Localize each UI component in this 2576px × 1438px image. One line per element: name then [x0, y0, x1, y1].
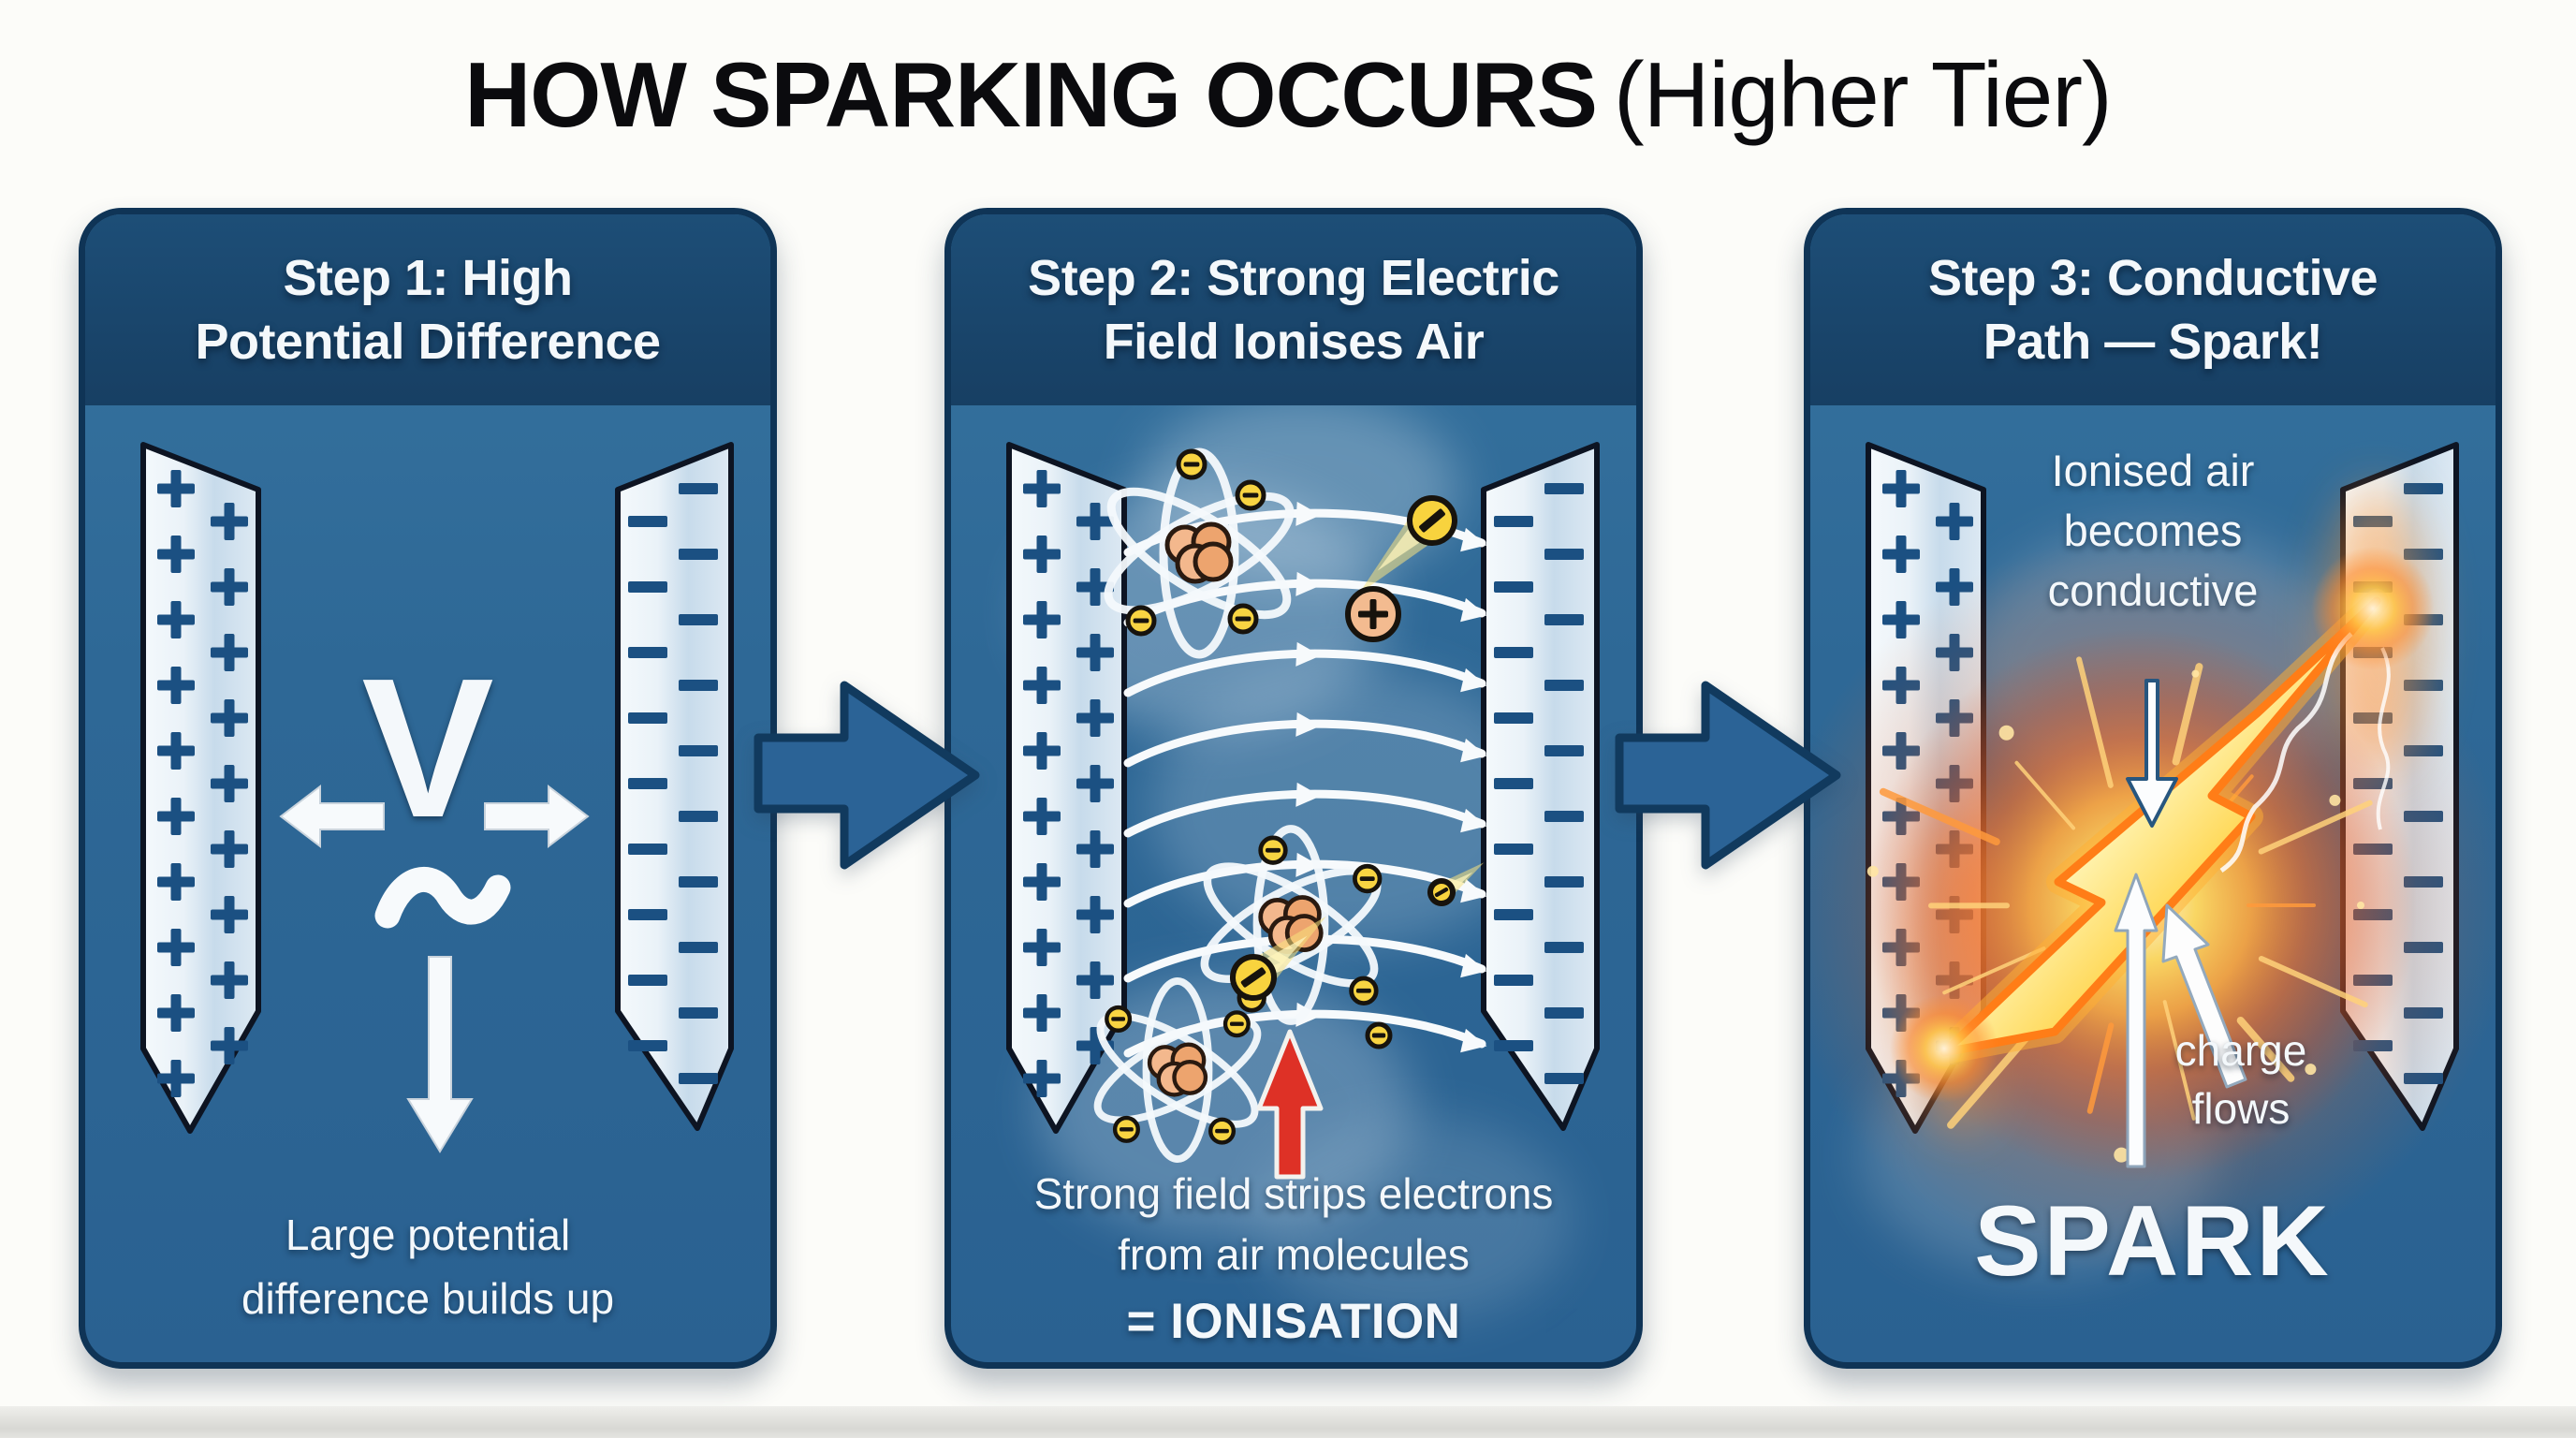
panel-step-3: Step 3: Conductive Path — Spark! Ionised…: [1804, 208, 2502, 1369]
title-suffix: (Higher Tier): [1614, 43, 2113, 146]
step3-header: Step 3: Conductive Path — Spark!: [1810, 214, 2496, 405]
charge-flows-note: charge flows: [2091, 1021, 2391, 1137]
step2-caption-ionisation: = IONISATION: [1126, 1294, 1461, 1349]
diagonal-up-arrow-icon: [2161, 903, 2247, 1089]
up-arrow-icon: [2114, 873, 2159, 1168]
positive-plate: [140, 442, 261, 1134]
step2-artwork: [1006, 395, 1600, 1322]
bottom-edge-strip: [0, 1406, 2576, 1438]
red-up-arrow-icon: [1256, 1029, 1324, 1180]
step1-header-line1: Step 1: High: [283, 250, 573, 306]
contact-glow: [2311, 547, 2435, 670]
negative-plate: [1481, 442, 1600, 1131]
ionised-note-line2: becomes: [2063, 506, 2243, 555]
lightning-tendril: [2376, 647, 2391, 830]
ionised-note-line1: Ionised air: [2051, 446, 2255, 495]
step1-caption-line1: Large potential: [285, 1211, 571, 1259]
contact-glow: [1890, 994, 1998, 1103]
annotation-arrows: [2114, 679, 2247, 1168]
title-main: HOW SPARKING OCCURS: [464, 43, 1598, 146]
step2-header-line2: Field Ionises Air: [1103, 314, 1485, 370]
step2-caption-line1: Strong field strips electrons: [1033, 1169, 1554, 1218]
down-arrow-icon: [2126, 679, 2178, 828]
ionised-air-note: Ionised air becomes conductive: [1810, 441, 2496, 621]
positive-ion-icon: [1345, 586, 1401, 642]
step2-caption: Strong field strips electrons from air m…: [951, 1164, 1636, 1352]
step2-caption-line2: from air molecules: [1118, 1230, 1470, 1279]
left-arrow-icon: [279, 784, 385, 849]
step1-caption: Large potential difference builds up: [85, 1203, 770, 1330]
step1-header: Step 1: High Potential Difference: [85, 214, 770, 405]
step3-artwork: [1810, 442, 2496, 1275]
panel-step-2: Step 2: Strong Electric Field Ionises Ai…: [944, 208, 1643, 1369]
negative-plate: [615, 442, 734, 1131]
step3-header-line1: Step 3: Conductive: [1927, 250, 2378, 306]
charge-note-line2: flows: [2191, 1084, 2291, 1133]
voltage-arrows: [279, 784, 590, 1153]
positive-plate: [1006, 442, 1127, 1134]
step3-header-line2: Path — Spark!: [1983, 314, 2323, 370]
step1-artwork: [140, 442, 734, 1153]
charge-note-line1: charge: [2174, 1026, 2307, 1075]
flow-arrow-icon: [1615, 681, 1841, 870]
right-arrow-icon: [484, 784, 590, 849]
freed-electron-icon: [1427, 862, 1485, 906]
lightning-tendril: [2219, 632, 2353, 873]
voltage-symbol: V: [361, 637, 494, 858]
page-title: HOW SPARKING OCCURS(Higher Tier): [0, 43, 2576, 146]
freed-electron-icon: [1230, 916, 1326, 1001]
down-arrow-icon: [406, 956, 474, 1153]
atom-icon: [1093, 977, 1262, 1163]
step1-header-line2: Potential Difference: [195, 314, 661, 370]
atom-icon: [1104, 448, 1295, 659]
lightning-bolt-icon: [1890, 547, 2435, 1103]
step1-caption-line2: difference builds up: [241, 1274, 615, 1323]
flow-arrow-icon: [754, 681, 980, 870]
panel-step-1: Step 1: High Potential Difference V Larg…: [79, 208, 777, 1369]
freed-electron-icon: [1358, 495, 1457, 594]
ac-tilde-icon: [374, 867, 511, 929]
spark-label: SPARK: [1974, 1184, 2332, 1297]
step2-header-line1: Step 2: Strong Electric: [1028, 250, 1559, 306]
ionised-note-line3: conductive: [2047, 565, 2259, 615]
step2-header: Step 2: Strong Electric Field Ionises Ai…: [951, 214, 1636, 405]
